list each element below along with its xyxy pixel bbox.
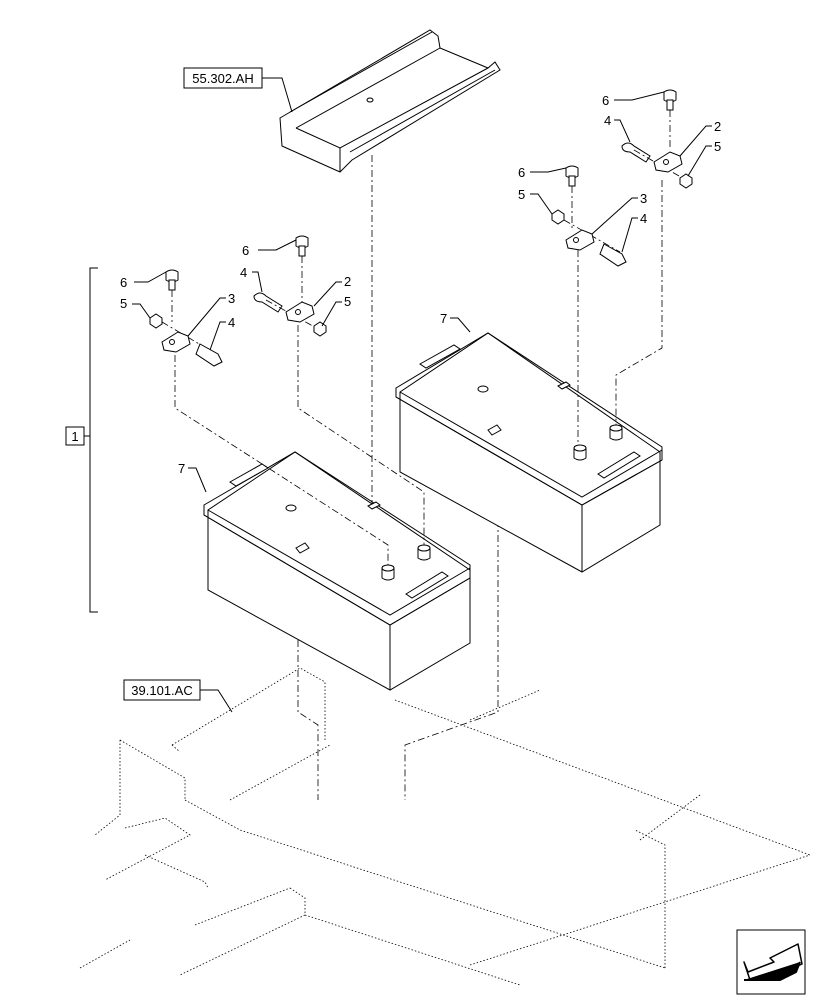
callout-4: 4 xyxy=(604,113,611,128)
callout-5: 5 xyxy=(518,187,525,202)
callout-6: 6 xyxy=(120,275,127,290)
callout-2: 2 xyxy=(714,119,721,134)
callout-5: 5 xyxy=(120,296,127,311)
hardware-cluster-d xyxy=(621,89,693,189)
battery-left xyxy=(203,451,471,691)
callout-4: 4 xyxy=(640,211,647,226)
assembly-box[interactable]: 1 xyxy=(65,426,85,446)
hardware-cluster-a xyxy=(149,269,223,367)
ref-label-bottom: 39.101.AC xyxy=(131,683,192,698)
hardware-cluster-c xyxy=(551,165,627,267)
ref-box-bottom[interactable]: 39.101.AC xyxy=(123,679,201,701)
callout-7: 7 xyxy=(178,461,185,476)
ref-label-top: 55.302.AH xyxy=(192,71,253,86)
arrow-icon[interactable] xyxy=(736,929,806,995)
callout-4: 4 xyxy=(228,315,235,330)
assembly-label: 1 xyxy=(71,429,78,444)
assembly-bracket xyxy=(89,267,98,613)
battery-right xyxy=(395,332,663,573)
callout-3: 3 xyxy=(228,291,235,306)
callout-6: 6 xyxy=(518,165,525,180)
ref-box-top[interactable]: 55.302.AH xyxy=(183,67,263,89)
callout-2: 2 xyxy=(344,274,351,289)
callout-6: 6 xyxy=(602,93,609,108)
callout-4: 4 xyxy=(240,265,247,280)
mounting-platform xyxy=(79,667,811,986)
callout-6: 6 xyxy=(242,243,249,258)
callout-5: 5 xyxy=(714,139,721,154)
callouts: 6 5 3 4 6 4 2 5 6 5 3 4 6 4 2 5 7 7 xyxy=(120,93,721,476)
leader-lines xyxy=(132,77,712,713)
callout-5: 5 xyxy=(344,294,351,309)
channel-bracket xyxy=(279,29,501,173)
callout-3: 3 xyxy=(640,191,647,206)
callout-7: 7 xyxy=(440,311,447,326)
hardware-cluster-b xyxy=(253,235,327,337)
